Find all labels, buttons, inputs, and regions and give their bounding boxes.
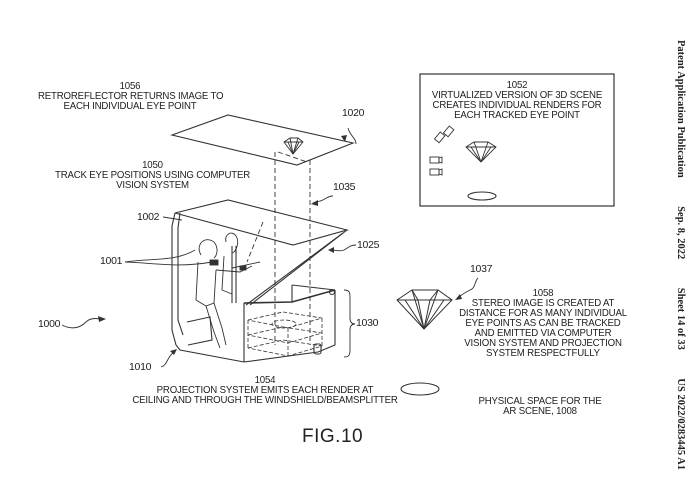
retroreflector-panel: [170, 114, 355, 166]
annotation-1054-number: 1054: [254, 374, 276, 386]
leader-1000: [61, 318, 101, 329]
patent-header: Patent Application Publication Sep. 8, 2…: [668, 40, 688, 470]
leader-1001: [124, 249, 213, 266]
annotation-1058-line3: EYE POINTS AS CAN BE TRACKED: [465, 317, 621, 329]
annotation-1058-line6: SYSTEM RESPECTFULLY: [486, 347, 600, 359]
annotation-1050-line2: VISION SYSTEM: [116, 179, 189, 191]
physical-space-ellipse: [400, 382, 440, 396]
annotation-1052-line1: VIRTUALIZED VERSION OF 3D SCENE: [431, 89, 603, 101]
sheet-number: Sheet 14 of 33: [675, 287, 686, 350]
annotation-1058-line4: AND EMITTED VIA COMPUTER: [474, 327, 612, 339]
projector-box: [247, 311, 323, 357]
annotation-1056: 1056 RETROREFLECTOR RETURNS IMAGE TO EAC…: [38, 80, 224, 112]
annotation-1050-number: 1050: [142, 159, 163, 171]
annotation-1052-line3: EACH TRACKED EYE POINT: [454, 109, 580, 121]
annotation-1052: 1052 VIRTUALIZED VERSION OF 3D SCENE CRE…: [430, 79, 605, 121]
ref-1037: 1037: [470, 263, 493, 275]
annotation-1058-line2: DISTANCE FOR AS MANY INDIVIDUAL: [459, 307, 627, 319]
leader-1025: [330, 244, 357, 252]
annotation-1056-number: 1056: [119, 80, 141, 92]
booth: [171, 199, 350, 363]
virtual-scene-box: [419, 73, 615, 207]
annotation-1054-line1: PROJECTION SYSTEM EMITS EACH RENDER AT: [156, 384, 374, 396]
annotation-1056-line2: EACH INDIVIDUAL EYE POINT: [63, 100, 197, 112]
ref-1035: 1035: [333, 181, 356, 193]
ref-1020: 1020: [342, 107, 365, 119]
stereo-diamond-icon: [396, 289, 453, 330]
annotation-1052-number: 1052: [506, 79, 528, 91]
virtual-diamond-icon: [465, 141, 497, 163]
annotation-1050: 1050 TRACK EYE POSITIONS USING COMPUTER …: [54, 159, 252, 191]
leader-1002: [162, 216, 183, 221]
leader-1020: [347, 127, 357, 145]
annotation-1008: PHYSICAL SPACE FOR THE AR SCENE, 1008: [476, 395, 605, 417]
riders: [195, 232, 261, 349]
projection-dashes: [246, 151, 311, 345]
ref-1030: 1030: [356, 317, 379, 329]
virtual-ground-ellipse: [467, 191, 497, 201]
patent-number: US 2022/0283445 A1: [675, 378, 686, 470]
ref-1001: 1001: [100, 255, 123, 267]
annotation-1058-number: 1058: [532, 287, 554, 299]
publication-date: Sep. 8, 2022: [675, 206, 686, 260]
figure-label: FIG.10: [302, 426, 364, 447]
annotation-1056-line1: RETROREFLECTOR RETURNS IMAGE TO: [38, 90, 224, 102]
publication-title: Patent Application Publication: [675, 40, 686, 178]
annotation-1054: 1054 PROJECTION SYSTEM EMITS EACH RENDER…: [127, 374, 403, 406]
annotation-1008-line1: PHYSICAL SPACE FOR THE: [478, 395, 602, 407]
leader-1010: [160, 351, 175, 368]
leader-1037: [457, 277, 479, 299]
diamond-icon: [283, 137, 304, 155]
annotation-1054-line2: CEILING AND THROUGH THE WINDSHIELD/BEAMS…: [132, 394, 398, 406]
annotation-1058-line5: VISION SYSTEM AND PROJECTION: [464, 337, 622, 349]
annotation-1052-line2: CREATES INDIVIDUAL RENDERS FOR: [432, 99, 602, 111]
camera-icons: [429, 125, 455, 176]
ref-1000: 1000: [38, 318, 61, 330]
ref-1010: 1010: [129, 361, 152, 373]
ref-1002: 1002: [137, 211, 160, 223]
brace-1030: [343, 289, 356, 358]
annotation-1058: 1058 STEREO IMAGE IS CREATED AT DISTANCE…: [456, 287, 631, 359]
ref-1025: 1025: [357, 239, 380, 251]
annotation-1008-line2: AR SCENE, 1008: [503, 405, 577, 417]
annotation-1050-line1: TRACK EYE POSITIONS USING COMPUTER: [54, 169, 251, 181]
annotation-1058-line1: STEREO IMAGE IS CREATED AT: [471, 297, 615, 309]
